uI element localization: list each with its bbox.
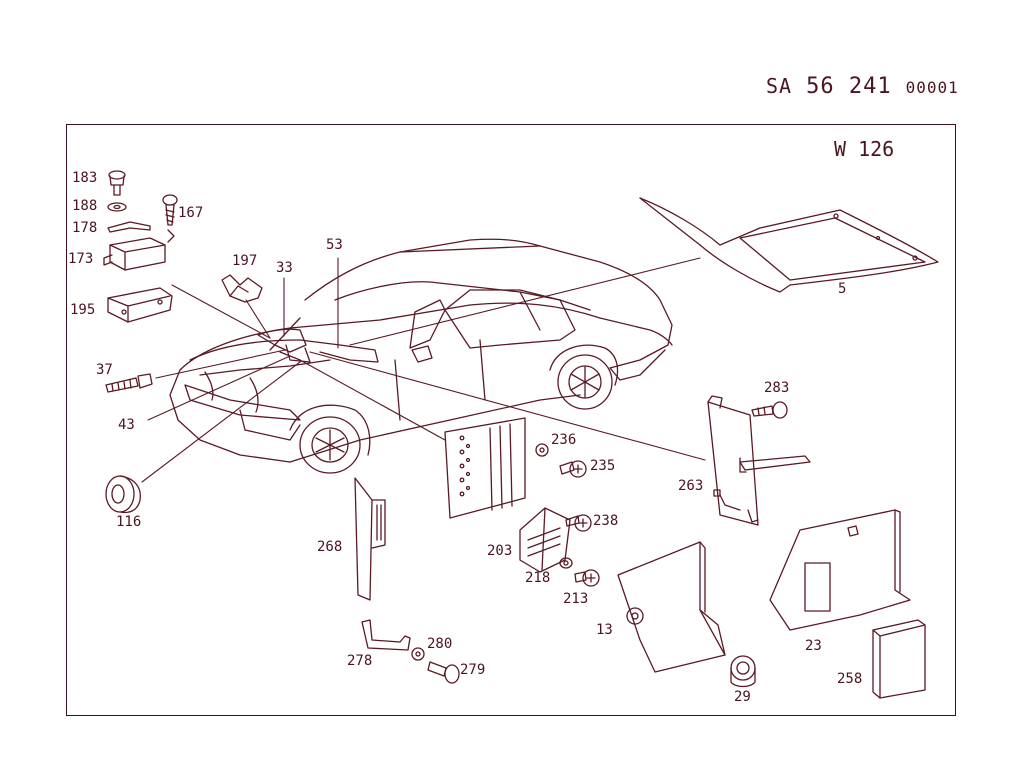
callout-197: 197 — [232, 253, 258, 269]
callout-178: 178 — [72, 220, 98, 236]
callout-280: 280 — [427, 636, 453, 652]
code-suffix: 00001 — [905, 78, 959, 97]
part-268-cover — [354, 477, 386, 601]
part-mounting-plate — [444, 417, 526, 519]
part-188-washer — [107, 202, 127, 212]
callout-188: 188 — [72, 198, 98, 214]
callout-236: 236 — [551, 432, 577, 448]
callout-37: 37 — [96, 362, 113, 378]
part-283-screw — [751, 401, 788, 419]
part-173-relay — [103, 229, 175, 271]
part-13-panel — [617, 541, 726, 673]
callout-213: 213 — [563, 591, 589, 607]
part-218-clip — [559, 557, 573, 569]
diagram-frame — [66, 124, 956, 716]
part-5-hood-mat — [639, 197, 939, 293]
part-278-bracket — [361, 619, 411, 651]
callout-167: 167 — [178, 205, 204, 221]
part-23-cover — [769, 509, 911, 631]
callout-263: 263 — [678, 478, 704, 494]
drawing-code: SA 56 241 00001 — [766, 74, 959, 99]
wiring-harness — [257, 328, 379, 363]
part-197-clip — [221, 274, 263, 303]
part-238-screw — [565, 514, 592, 532]
code-prefix: SA — [766, 74, 793, 98]
code-number: 56 241 — [806, 74, 892, 99]
part-235-screw — [559, 460, 587, 478]
callout-268: 268 — [317, 539, 343, 555]
callout-238: 238 — [593, 513, 619, 529]
callout-218: 218 — [525, 570, 551, 586]
callout-13: 13 — [596, 622, 613, 638]
part-258-pad — [872, 619, 926, 699]
callout-283: 283 — [764, 380, 790, 396]
callout-278: 278 — [347, 653, 373, 669]
callout-279: 279 — [460, 662, 486, 678]
callout-23: 23 — [805, 638, 822, 654]
callout-173: 173 — [68, 251, 94, 267]
car-illustration — [169, 238, 673, 474]
part-203-holder — [519, 507, 571, 573]
part-195-bracket — [107, 287, 173, 323]
callout-5: 5 — [838, 281, 847, 297]
part-280-washer — [411, 647, 425, 661]
callout-203: 203 — [487, 543, 513, 559]
part-37-bolt — [105, 373, 153, 393]
part-116-grommet — [105, 475, 141, 514]
part-178-clip — [107, 221, 151, 233]
part-263-bracket — [707, 395, 811, 526]
callout-183: 183 — [72, 170, 98, 186]
callout-29: 29 — [734, 689, 751, 705]
leader-lines — [141, 257, 706, 483]
callout-235: 235 — [590, 458, 616, 474]
callout-258: 258 — [837, 671, 863, 687]
part-213-screw — [574, 569, 600, 587]
part-183-screw — [108, 170, 126, 196]
callout-43: 43 — [118, 417, 135, 433]
part-279-screw — [427, 661, 460, 684]
callout-195: 195 — [70, 302, 96, 318]
part-29-knob — [730, 655, 756, 688]
callout-116: 116 — [116, 514, 142, 530]
callout-53: 53 — [326, 237, 343, 253]
part-167-screw — [162, 194, 178, 226]
model-label: W 126 — [834, 137, 895, 161]
part-236-nut — [535, 443, 549, 457]
callout-33: 33 — [276, 260, 293, 276]
